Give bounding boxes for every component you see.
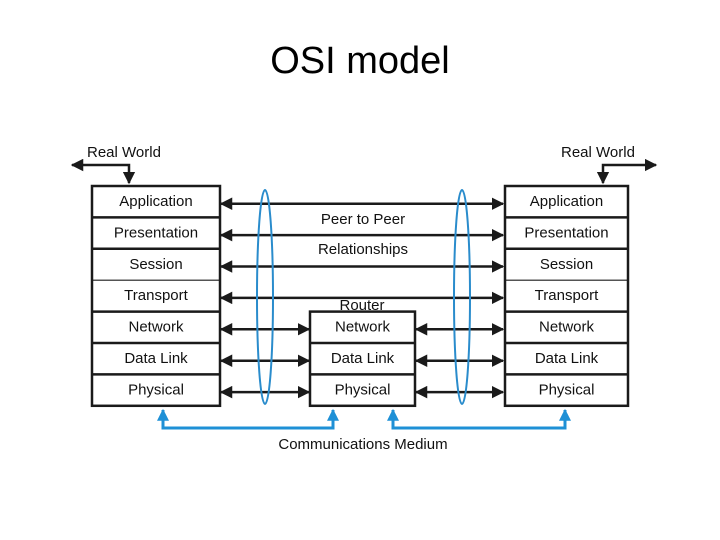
left-host-box <box>90 184 222 408</box>
left-host-stack: ApplicationPresentationSessionTransportN… <box>90 184 222 408</box>
right-host-layer-presentation: Presentation <box>524 224 608 241</box>
right-host-stack: ApplicationPresentationSessionTransportN… <box>503 184 630 408</box>
right-real-world-arrow <box>596 158 658 185</box>
left-host-layer-application: Application <box>119 193 192 210</box>
left-link-ellipse <box>256 189 274 405</box>
left-host-layer-presentation: Presentation <box>114 224 198 241</box>
left-host-layer-transport: Transport <box>124 287 188 304</box>
medium-link-left <box>157 408 339 430</box>
router-box <box>308 310 417 408</box>
left-host-layer-data-link: Data Link <box>124 350 188 367</box>
medium-label: Communications Medium <box>278 436 447 453</box>
medium-link-right <box>387 408 571 430</box>
right-host-box <box>503 184 630 408</box>
right-host-layer-physical: Physical <box>539 381 595 398</box>
peer-label-line1: Peer to Peer <box>321 211 405 228</box>
router-label: Router <box>339 297 384 314</box>
left-real-world-label: Real World <box>87 144 161 161</box>
right-link-ellipse <box>453 189 471 405</box>
left-real-world-arrow <box>70 158 136 185</box>
left-host-layer-physical: Physical <box>128 381 184 398</box>
left-host-layer-network: Network <box>128 319 184 336</box>
router-layer-network: Network <box>335 319 391 336</box>
right-host-layer-transport: Transport <box>535 287 599 304</box>
right-real-world-label: Real World <box>561 144 635 161</box>
peer-label-line2: Relationships <box>318 241 408 258</box>
router-layer-physical: Physical <box>335 381 391 398</box>
right-host-layer-application: Application <box>530 193 603 210</box>
right-host-layer-session: Session <box>540 256 593 273</box>
right-host-layer-network: Network <box>539 319 595 336</box>
right-host-layer-data-link: Data Link <box>535 350 599 367</box>
page-title: OSI model <box>270 40 450 82</box>
router-layer-data-link: Data Link <box>331 350 395 367</box>
left-host-layer-session: Session <box>129 256 182 273</box>
